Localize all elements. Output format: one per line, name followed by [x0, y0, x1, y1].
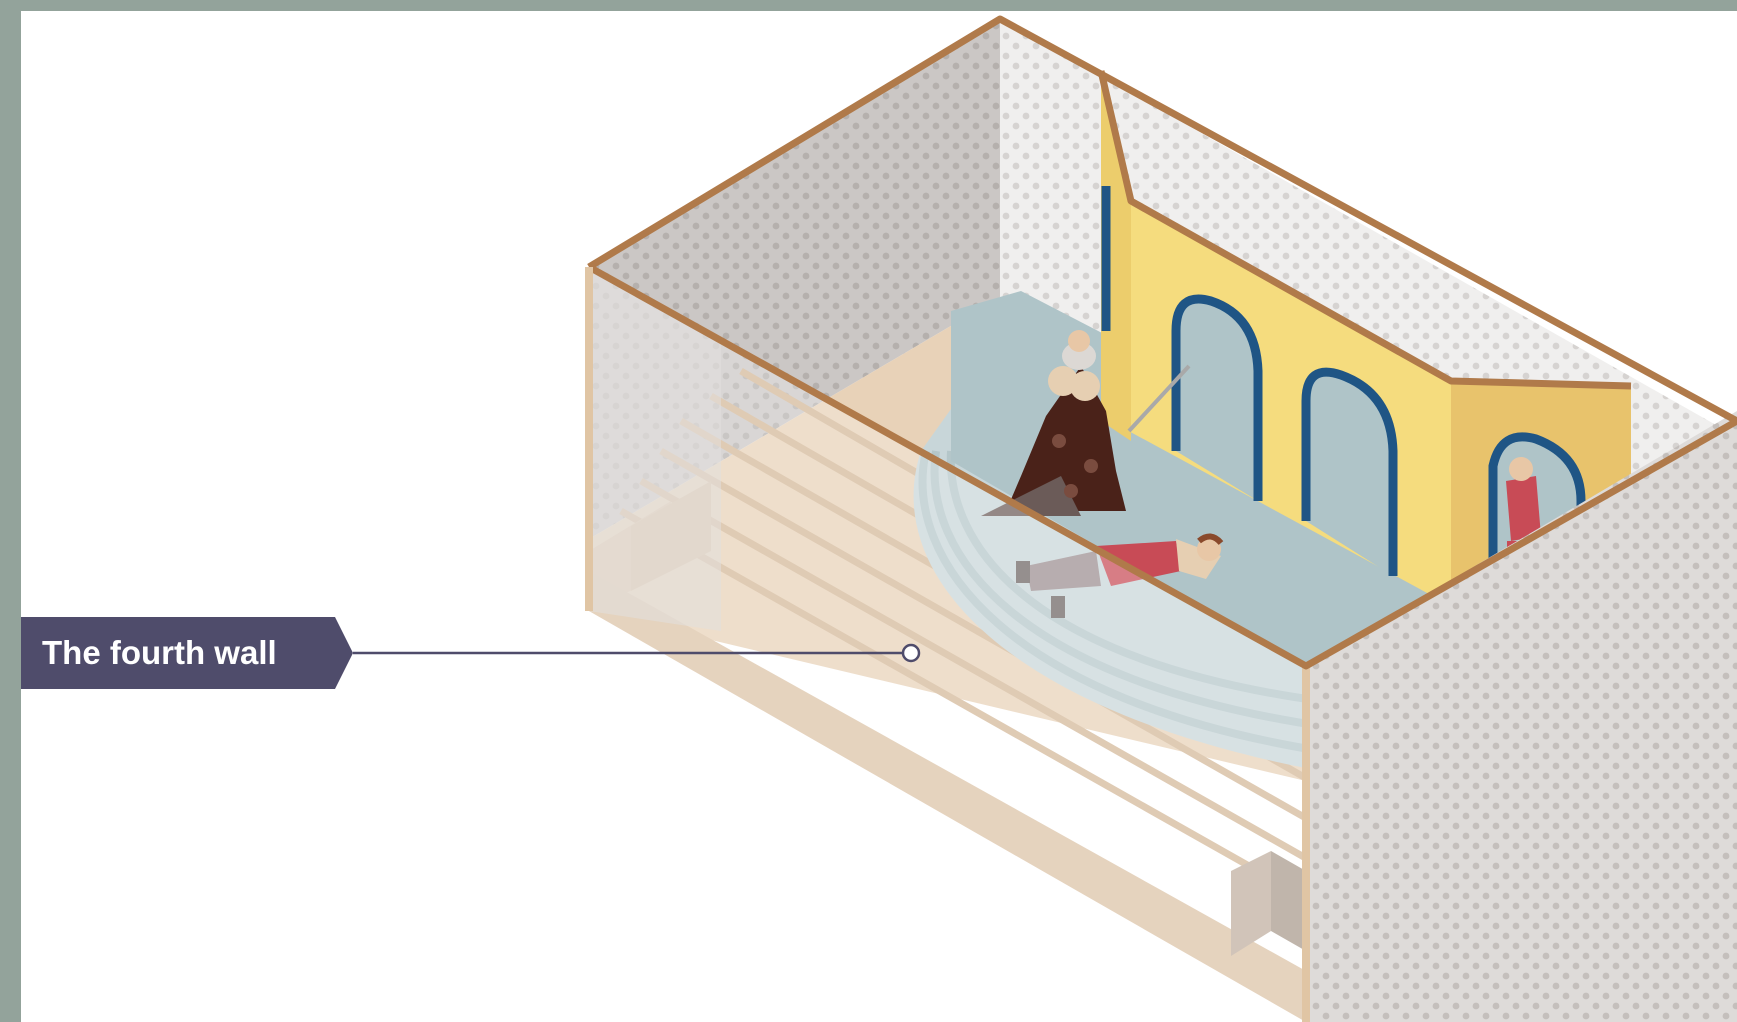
theatre-cutaway-illustration: [21, 11, 1737, 1022]
fourth-wall-label-pointer: [335, 617, 353, 689]
diagram-canvas: The fourth wall: [21, 11, 1737, 1022]
fourth-wall-label: The fourth wall: [21, 617, 335, 689]
